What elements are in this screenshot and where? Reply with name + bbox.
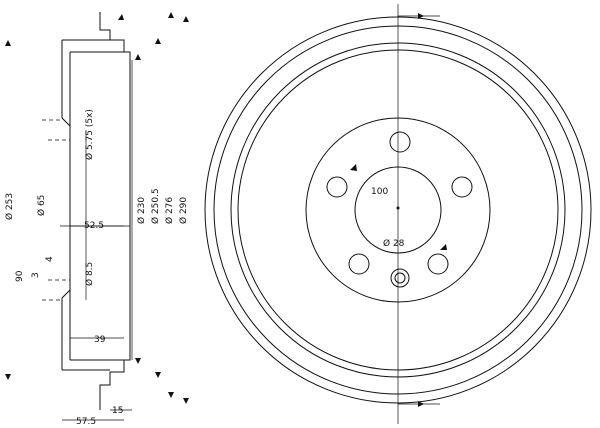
dim-label-52-5: 52.5 [84, 221, 104, 231]
dim-label-39: 39 [94, 335, 106, 345]
drum-section-outline [99, 12, 131, 410]
drum-rim-top [62, 39, 110, 371]
arrow-marker [418, 401, 424, 407]
arrow-marker [155, 372, 161, 378]
side-section-view: Ø 253 Ø 65 90 3 4 52.5 39 15 57.5 Ø 8.5 … [4, 12, 189, 427]
dim-label-57-5: 57.5 [76, 417, 96, 427]
dim-label-diameter-253: Ø 253 [4, 193, 15, 220]
bolt-hole [389, 131, 411, 153]
small-hole-inner [394, 272, 406, 284]
arrow-marker [168, 392, 174, 398]
arrow-marker [418, 13, 424, 19]
arrow-marker [183, 398, 189, 404]
bolt-hole [451, 176, 473, 198]
drum-circle-230 [237, 49, 559, 371]
bolt-hole [427, 253, 449, 275]
hub-circle [305, 117, 491, 303]
dia-label-290: Ø 290 [178, 197, 189, 224]
dia-label-276: Ø 276 [164, 197, 175, 224]
hub-section [42, 119, 70, 301]
dim-label-15: 15 [112, 406, 123, 416]
dim-label-4: 4 [45, 256, 55, 262]
arrow-marker [118, 14, 124, 20]
drum-circle-290 [204, 16, 592, 404]
dim-label-90: 90 [15, 270, 25, 282]
bolt-hole [348, 253, 370, 275]
arrow-marker [168, 12, 174, 18]
center-bore-circle [354, 166, 442, 254]
center-bore-label: Ø 28 [383, 238, 405, 249]
dim-label-thread-5-75: Ø 5.75 (5x) [84, 109, 95, 160]
front-view: 100 Ø 28 [204, 4, 592, 424]
arrow-marker [135, 54, 141, 60]
arrow-marker [135, 358, 141, 364]
dim-label-diameter-65: Ø 65 [36, 195, 47, 216]
arrow-marker [350, 164, 357, 171]
dia-label-250-5: Ø 250.5 [150, 188, 161, 224]
dim-label-hole-8-5: Ø 8.5 [84, 262, 95, 286]
dim-label-3: 3 [31, 272, 41, 278]
arrow-marker [5, 40, 11, 46]
drum-inner-contour [61, 40, 71, 370]
center-point [396, 206, 400, 210]
drum-wall-left [69, 51, 124, 361]
arrow-marker [155, 38, 161, 44]
dia-label-230: Ø 230 [136, 197, 147, 224]
small-hole-outer [390, 268, 410, 288]
bolt-circle-label: 100 [371, 187, 388, 197]
arrow-marker [440, 244, 447, 250]
drum-circle-276 [213, 25, 583, 395]
arrow-marker [183, 16, 189, 22]
drum-circle-250-5 [230, 42, 566, 378]
arrow-marker [5, 374, 11, 380]
bolt-hole [326, 176, 348, 198]
